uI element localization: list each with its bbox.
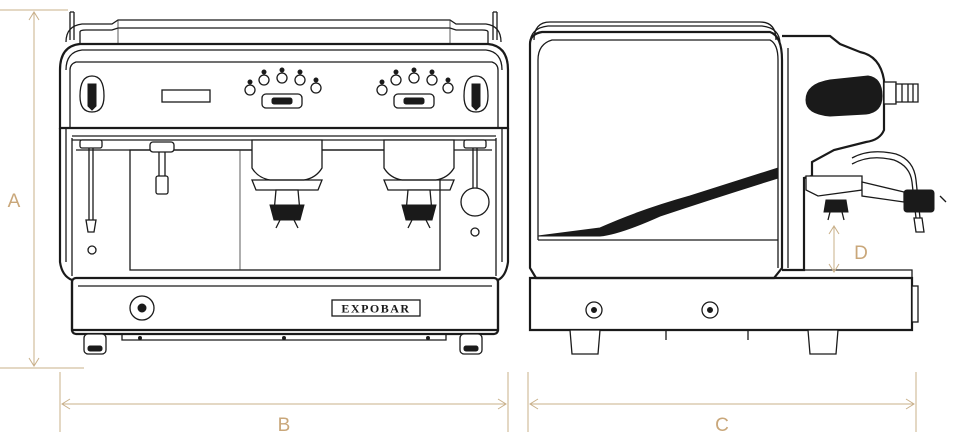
- left-group-head: [251, 139, 323, 229]
- side-view: [528, 21, 947, 355]
- dimension-width: [59, 372, 509, 432]
- steam-knob-side: [883, 81, 919, 105]
- front-view: EXPOBAR: [58, 11, 510, 355]
- display-window: [161, 89, 211, 103]
- brand-logo-text: EXPOBAR: [341, 302, 410, 316]
- left-keypad: [244, 67, 322, 109]
- side-body-outline: [528, 30, 784, 280]
- dimension-label-cup-clearance: D: [854, 243, 868, 264]
- dimension-depth: [527, 372, 917, 432]
- dimension-label-depth: C: [715, 415, 729, 436]
- dimension-label-width: B: [278, 415, 291, 436]
- dimension-cup-clearance: [828, 225, 840, 273]
- cup-warmer-rail: [65, 11, 502, 44]
- right-group-head: [383, 139, 455, 229]
- front-feet: [83, 333, 483, 355]
- side-drip-tray: [528, 269, 919, 340]
- brand-plate: [331, 299, 421, 317]
- right-keypad: [376, 67, 454, 109]
- portafilter-side: [805, 175, 947, 221]
- steam-wand-side: [851, 151, 925, 233]
- side-feet: [569, 329, 839, 355]
- dimension-height: [0, 9, 84, 369]
- dimension-lines: [0, 9, 917, 432]
- right-steam-wand: [460, 139, 490, 237]
- drip-tray: [70, 276, 500, 341]
- right-steam-knob: [463, 75, 489, 113]
- dimension-label-height: A: [8, 191, 21, 212]
- left-steam-knob: [79, 75, 105, 113]
- front-body-outline: [58, 42, 510, 130]
- hot-water-tap: [149, 141, 175, 195]
- left-steam-wand: [79, 139, 103, 255]
